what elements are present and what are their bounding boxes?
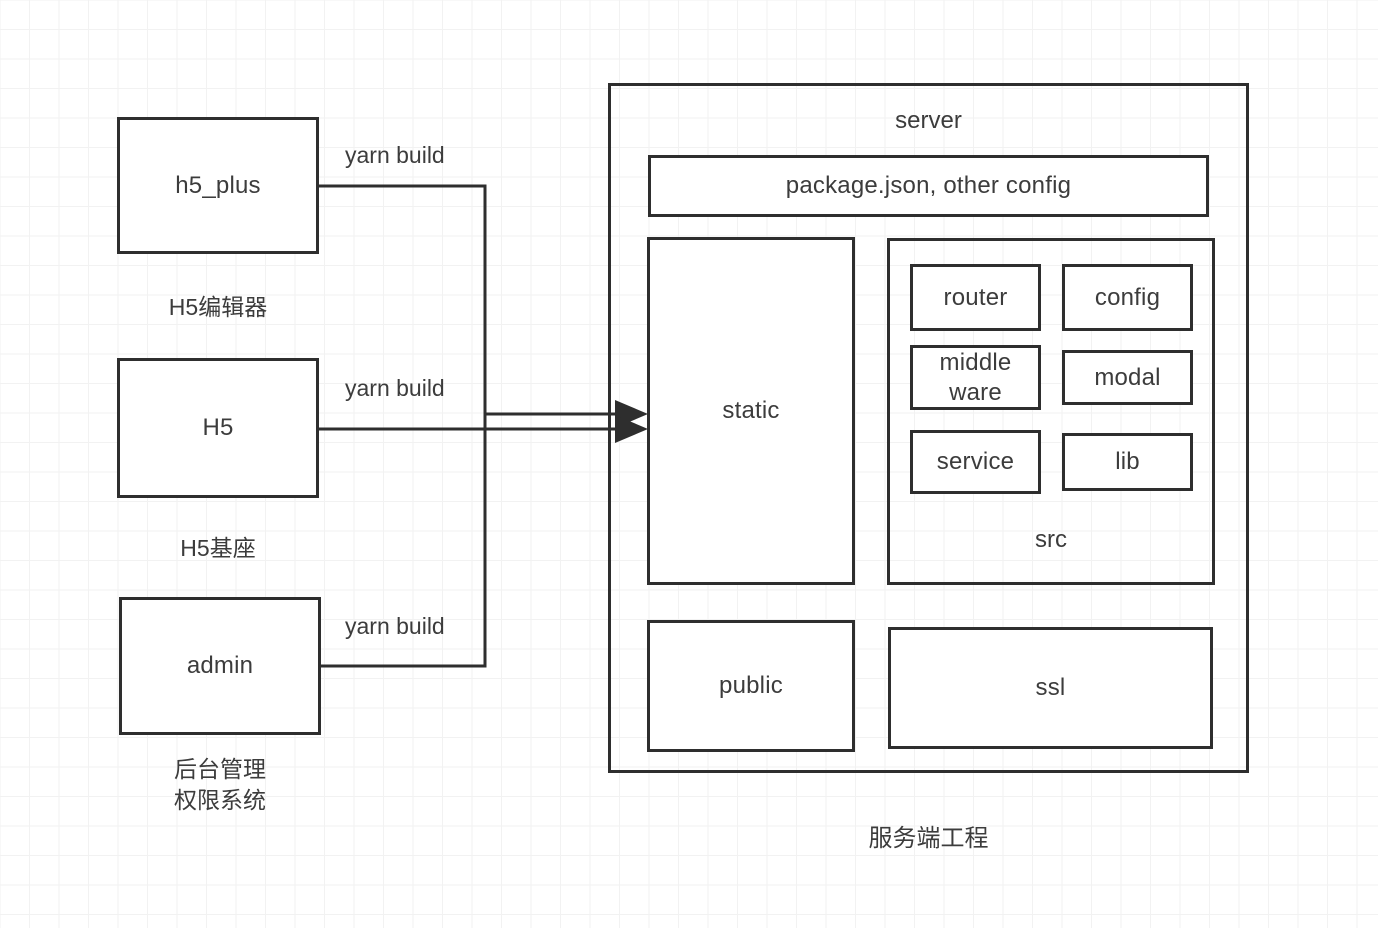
node-modal[interactable]: modal — [1062, 350, 1193, 405]
group-server-title: server — [895, 107, 962, 134]
node-h5-label: H5 — [202, 414, 234, 441]
node-package-config[interactable]: package.json, other config — [648, 155, 1209, 217]
caption-h5: H5基座 — [180, 535, 256, 561]
group-src-title: src — [1035, 526, 1067, 553]
node-service-label: service — [936, 448, 1015, 475]
group-server[interactable]: server — [608, 83, 1249, 773]
node-service[interactable]: service — [910, 430, 1041, 494]
node-lib-label: lib — [1115, 448, 1140, 475]
node-modal-label: modal — [1094, 363, 1161, 391]
node-h5-plus-label: h5_plus — [175, 171, 261, 199]
node-h5[interactable]: H5 — [117, 358, 319, 498]
node-public-label: public — [719, 672, 783, 699]
node-admin[interactable]: admin — [119, 597, 321, 735]
edge-label-h5: yarn build — [345, 375, 445, 401]
node-h5-plus[interactable]: h5_plus — [117, 117, 319, 254]
edge-label-admin: yarn build — [345, 613, 445, 639]
node-router-label: router — [943, 283, 1008, 311]
node-middleware-label: middle ware — [939, 348, 1012, 406]
node-router[interactable]: router — [910, 264, 1041, 331]
edge-label-h5-plus: yarn build — [345, 142, 445, 168]
node-public[interactable]: public — [647, 620, 855, 752]
caption-h5-plus: H5编辑器 — [168, 294, 268, 320]
node-config-label: config — [1094, 283, 1161, 311]
node-static[interactable]: static — [647, 237, 855, 585]
node-middleware[interactable]: middle ware — [910, 345, 1041, 410]
node-lib[interactable]: lib — [1062, 433, 1193, 491]
caption-admin: 后台管理 权限系统 — [174, 756, 266, 814]
caption-server-project: 服务端工程 — [868, 825, 989, 852]
node-static-label: static — [722, 397, 780, 424]
node-config[interactable]: config — [1062, 264, 1193, 331]
node-package-config-label: package.json, other config — [785, 172, 1072, 199]
group-src[interactable]: src — [887, 238, 1215, 585]
node-ssl-label: ssl — [1035, 674, 1066, 701]
node-admin-label: admin — [186, 652, 254, 679]
node-ssl[interactable]: ssl — [888, 627, 1213, 749]
